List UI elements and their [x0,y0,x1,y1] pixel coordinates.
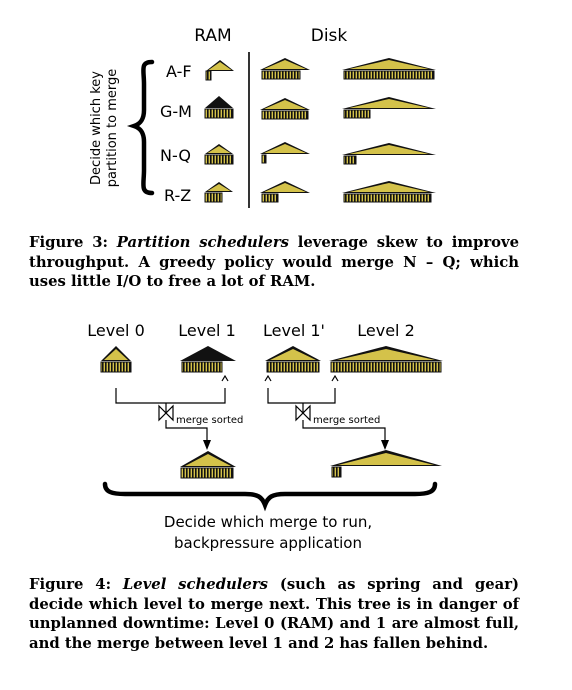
level-1-prime-label: Level 1' [263,321,325,340]
merged-tree-right [330,450,442,478]
disk-small-tree-a-f [260,58,310,80]
figure-3-caption-italic: Partition schedulers [116,234,289,251]
ram-tree-n-q [204,144,234,165]
figure-4-caption: Figure 4: Level schedulers (such as spri… [29,575,519,653]
disk-big-tree-a-f [342,58,436,80]
bottom-text-line-1: Decide which merge to run, [164,513,372,531]
ram-tree-r-z [204,182,233,203]
level-0-label: Level 0 [87,321,145,340]
level-2-label: Level 2 [357,321,415,340]
disk-small-tree-g-m [260,98,310,120]
row-label-n-q: N-Q [160,146,191,165]
merge-bracket-left: merge sorted [115,388,243,450]
merged-tree-left [180,451,236,479]
side-label-line-1: Decide which key [89,71,104,185]
disk-big-tree-r-z [342,181,436,203]
merge-arrow-left-icon [203,440,211,450]
merge-arrow-right-icon [381,440,389,450]
level-2-tree [329,346,443,382]
disk-big-tree-n-q [342,143,436,165]
figure-4-caption-text: (such as spring and gear) decide which l… [29,576,519,652]
ram-tree-a-f [205,60,234,81]
figure-3-caption-text: leverage skew to improve throughput. A g… [29,234,519,290]
merge-label-right: merge sorted [313,415,380,426]
side-label-line-2: partition to merge [105,69,120,188]
figure-3-caption: Figure 3: Partition schedulers leverage … [29,233,519,292]
row-label-g-m: G-M [160,102,192,121]
bottom-text-line-2: backpressure application [174,534,362,552]
merge-valve-right-icon [295,404,311,422]
disk-small-tree-r-z [260,181,310,203]
figure-3: RAM Disk Decide which key partition to m… [89,26,436,208]
ram-tree-g-m [204,96,234,119]
disk-big-tree-g-m [342,97,436,119]
bottom-curly-brace [102,481,438,512]
figure-4-caption-italic: Level schedulers [122,576,268,593]
figure-4: Level 0 Level 1 Level 1' Level 2 [87,321,443,552]
level-1-tree [180,346,236,382]
disk-header: Disk [311,26,348,46]
level-0-tree [100,346,132,373]
figure-4-caption-prefix: Figure 4: [29,576,112,593]
figure-3-caption-prefix: Figure 3: [29,234,108,251]
merge-bracket-right: merge sorted [267,388,389,450]
level-1-label: Level 1 [178,321,236,340]
ram-header: RAM [194,26,231,46]
row-label-r-z: R-Z [164,186,191,205]
level-1-prime-tree [264,346,321,382]
merge-valve-left-icon [158,404,174,422]
merge-label-left: merge sorted [176,415,243,426]
disk-small-tree-n-q [260,142,310,164]
row-label-a-f: A-F [166,62,192,81]
left-curly-brace [126,59,155,196]
